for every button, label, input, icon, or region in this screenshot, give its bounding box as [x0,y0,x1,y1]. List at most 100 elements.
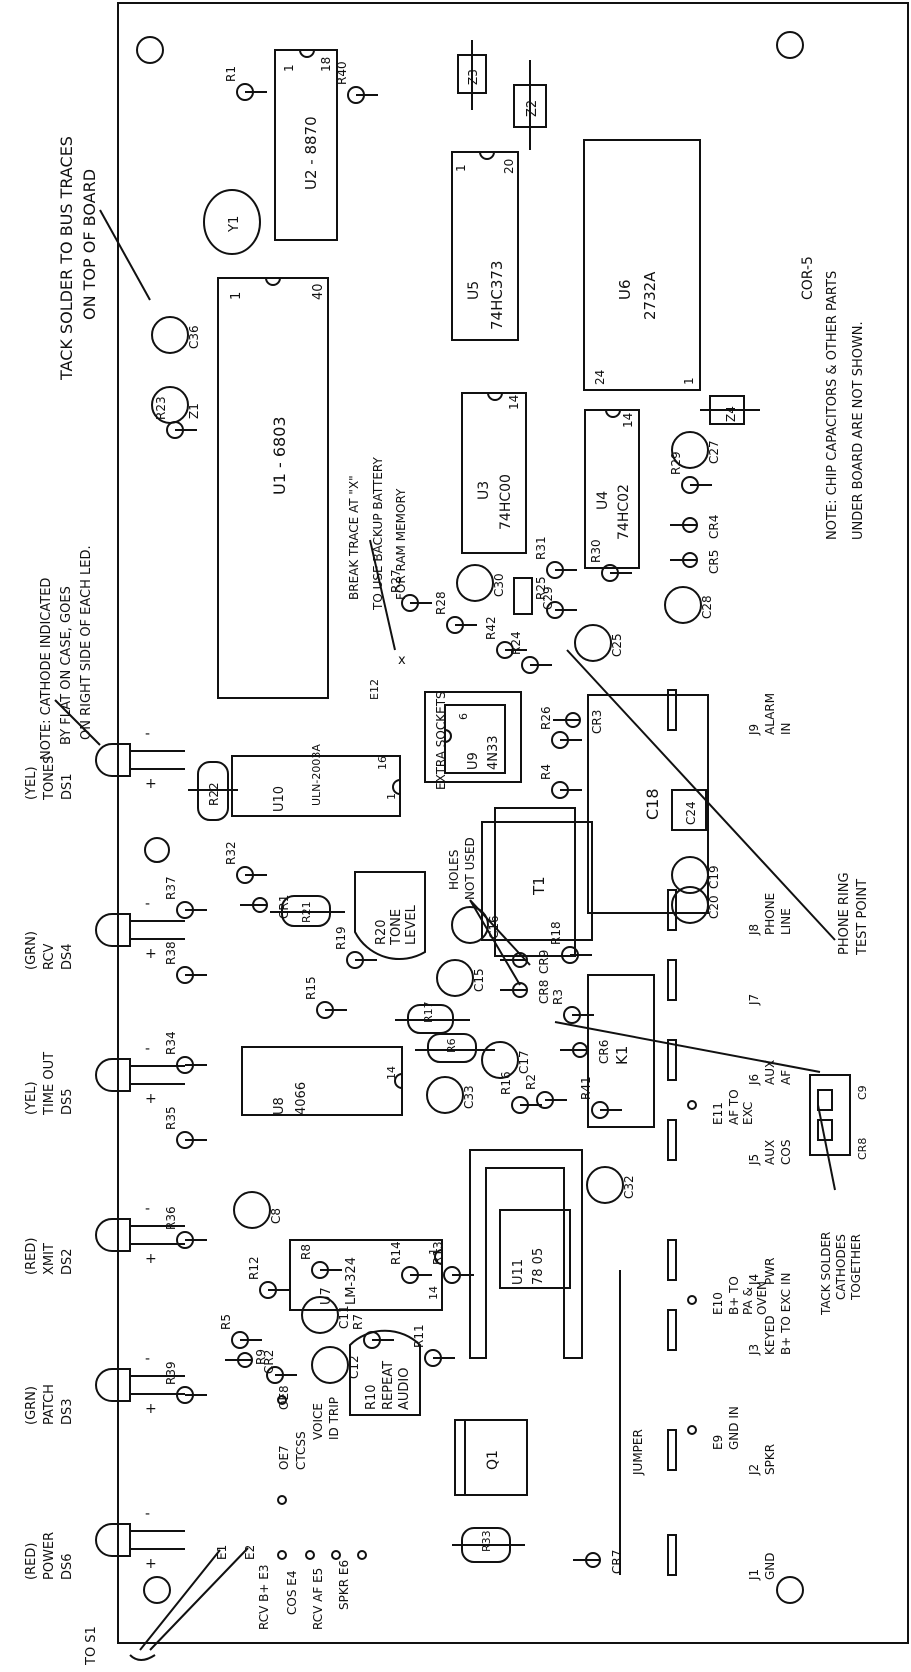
svg-text:74HC02: 74HC02 [616,484,632,540]
resistor-r34: R34 [164,1031,207,1074]
svg-text:C27: C27 [707,440,721,464]
zener-z2: Z2 [513,60,547,150]
led-label-name: PATCH [42,1384,57,1425]
capacitor-c20: C20 [671,886,721,924]
svg-text:IN: IN [779,722,793,735]
svg-text:C12: C12 [347,1355,361,1379]
resistor-r32: R32 [224,841,267,884]
svg-text:R17: R17 [422,1001,435,1023]
svg-text:ON TOP OF BOARD: ON TOP OF BOARD [80,169,99,320]
resistor-r37: R37 [164,876,207,919]
svg-text:LEVEL: LEVEL [404,904,419,945]
svg-text:C32: C32 [622,1175,636,1199]
svg-text:1: 1 [229,292,244,300]
svg-text:R37: R37 [164,876,178,900]
resistor-r28: R28 [434,591,477,634]
svg-text:R41: R41 [579,1076,593,1100]
resistor-r11: R11 [412,1324,455,1367]
svg-text:Z4: Z4 [724,406,738,422]
svg-text:14: 14 [621,413,635,428]
resistor-r27: R27 [389,569,432,612]
led-label-color: (YEL) [24,1081,39,1115]
capacitor-c29: C29 [513,577,555,615]
svg-text:B+ TO EXC: B+ TO EXC [779,1289,793,1355]
ic-u2: U2 - 8870 1 18 [274,49,338,241]
svg-text:R12: R12 [247,1256,261,1280]
svg-text:18: 18 [319,57,333,72]
svg-text:+: + [145,946,157,962]
svg-text:TOGETHER: TOGETHER [849,1234,863,1301]
led-label-id: DS2 [60,1248,75,1275]
svg-text:24: 24 [593,370,607,385]
jumper-label: JUMPER [631,1429,645,1476]
svg-text:R2: R2 [524,1074,538,1090]
svg-text:R40: R40 [335,61,349,85]
resistor-r42: R42 [484,616,527,659]
svg-text:-: - [145,1506,150,1522]
svg-text:C33: C33 [462,1085,476,1109]
svg-text:TACK SOLDER: TACK SOLDER [819,1232,833,1316]
capacitor-c27: C27 [671,431,721,469]
svg-text:R22: R22 [207,782,221,806]
notes: TACK SOLDER TO BUS TRACES ON TOP OF BOAR… [39,136,870,1316]
svg-text:C15: C15 [472,968,486,992]
relay-k1: K1 [587,974,655,1128]
ic-u9: U9 4N33 6 [424,691,522,783]
svg-text:C20: C20 [707,895,721,919]
svg-text:C24: C24 [684,801,698,825]
svg-text:T1: T1 [530,876,548,896]
svg-text:C11: C11 [337,1305,351,1329]
svg-text:BY FLAT ON CASE, GOES: BY FLAT ON CASE, GOES [59,586,74,745]
resistor-r5: R5 [219,1314,262,1349]
svg-text:ON RIGHT SIDE OF EACH LED.: ON RIGHT SIDE OF EACH LED. [79,545,94,740]
left-pads: RCV B+ E3 COS E4 RCV AF E5 SPKR E6 OE7 C… [84,679,381,1666]
led-label-color: (GRN) [24,931,39,970]
svg-text:CR8: CR8 [537,980,551,1004]
svg-text:CR8: CR8 [856,1138,869,1160]
svg-text:CTCSS: CTCSS [294,1431,308,1470]
diode-cr8: CR8 [500,980,551,1004]
svg-text:Z3: Z3 [466,69,480,85]
svg-text:CATHODES: CATHODES [834,1234,848,1300]
diode-cr7: CR7 [573,1550,624,1574]
svg-text:4066: 4066 [294,1082,309,1115]
svg-text:U10: U10 [272,786,287,812]
resistor-r19: R19 [334,926,377,969]
svg-text:R11: R11 [412,1324,426,1348]
svg-text:1: 1 [282,64,296,72]
svg-text:2732A: 2732A [641,271,659,320]
svg-text:1: 1 [682,377,696,385]
svg-text:CR5: CR5 [707,550,721,574]
svg-text:OE7: OE7 [277,1445,291,1470]
svg-text:PHONE RING: PHONE RING [837,872,852,955]
resistor-r4: R4 [539,764,582,799]
svg-text:LM-324: LM-324 [344,1257,359,1305]
svg-text:C8: C8 [269,1208,283,1224]
svg-text:CR9: CR9 [537,950,551,974]
svg-text:AUX: AUX [763,1060,777,1085]
svg-text:J6: J6 [747,1074,761,1086]
svg-text:ALARM: ALARM [763,693,777,735]
svg-text:R32: R32 [224,841,238,865]
resistor-r18: R18 [549,921,592,964]
svg-text:TACK SOLDER TO BUS TRACES: TACK SOLDER TO BUS TRACES [57,136,76,381]
zener-z3: Z3 [457,40,487,110]
svg-text:IN: IN [779,1272,793,1285]
ic-u3: U3 74HC00 14 [461,392,527,554]
mounting-holes [136,31,804,1604]
svg-text:PA &: PA & [741,1287,755,1315]
resistor-r6: R6 [415,1033,495,1063]
svg-text:U2 - 8870: U2 - 8870 [302,116,320,190]
svg-text:U8: U8 [272,1097,287,1115]
svg-text:J5: J5 [747,1154,761,1166]
svg-text:GND IN: GND IN [727,1406,741,1450]
resistor-r31: R31 [534,536,577,579]
diode-cr6: CR6 [560,1040,611,1064]
svg-text:C36: C36 [187,325,201,349]
led-ds3: +- [95,1351,185,1417]
